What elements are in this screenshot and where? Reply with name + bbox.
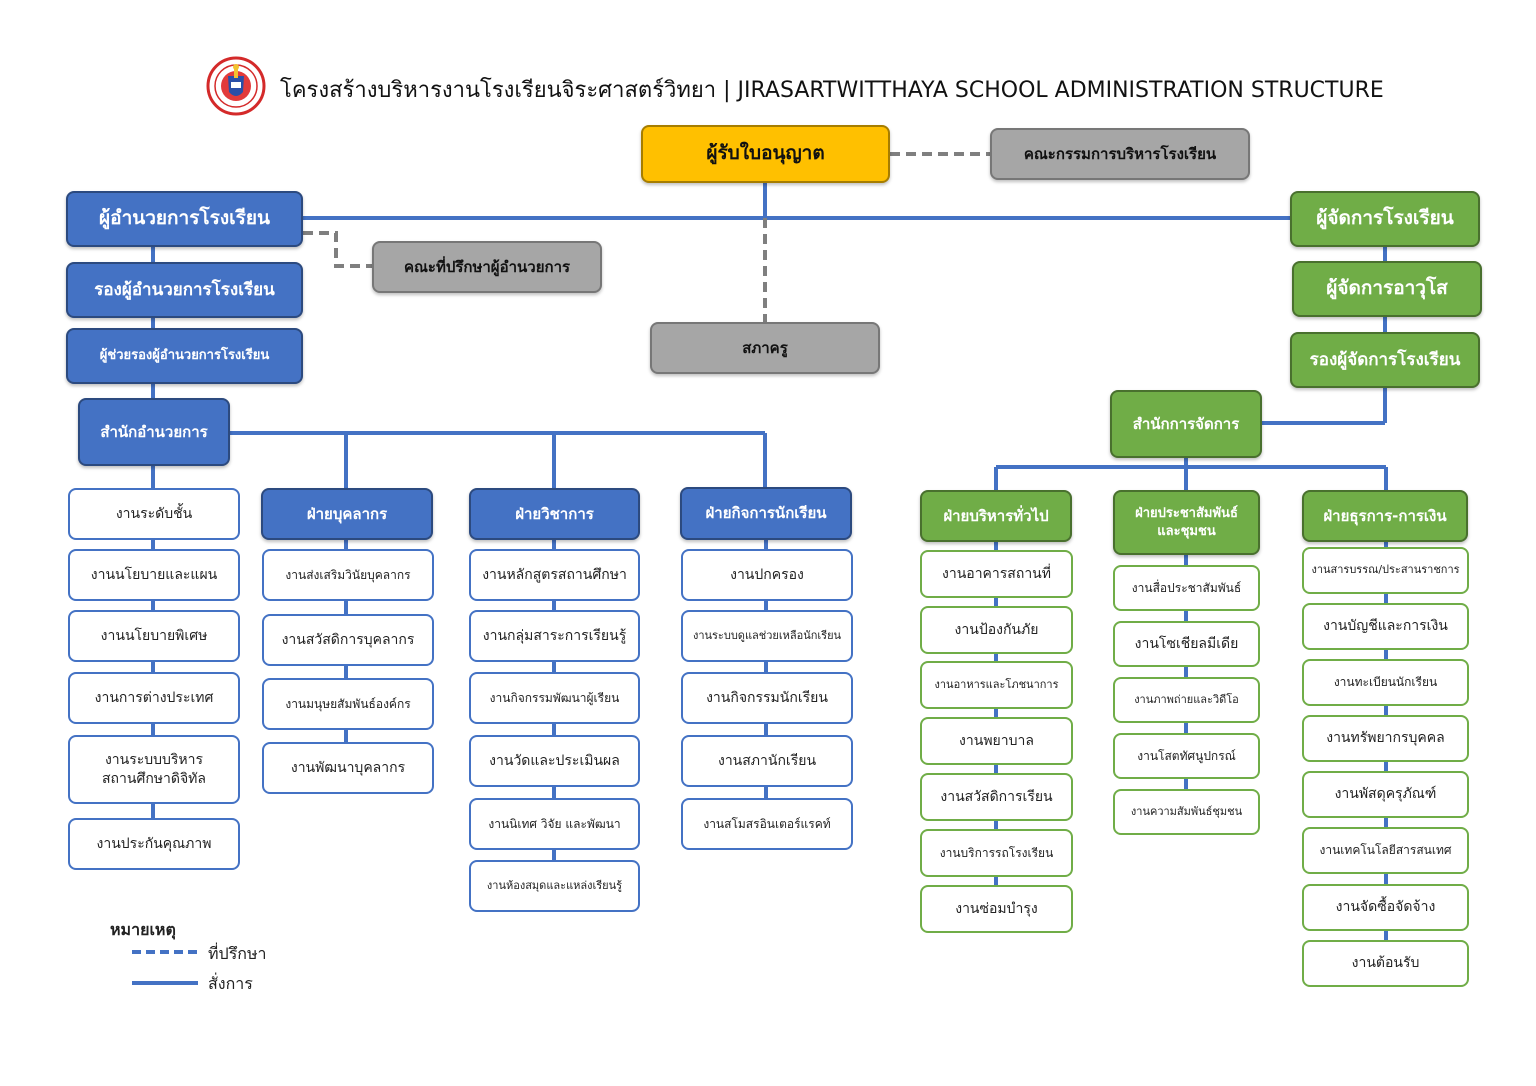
legend-advisory-label: ที่ปรึกษา bbox=[208, 944, 267, 963]
finance-task: งานสารบรรณ/ประสานราชการ bbox=[1302, 547, 1469, 594]
hr-task: งานสวัสดิการบุคลากร bbox=[262, 614, 434, 666]
office-task: งานระบบบริหาร สถานศึกษาดิจิทัล bbox=[68, 735, 240, 804]
finance-task: งานทรัพยากรบุคคล bbox=[1302, 715, 1469, 762]
general-admin-task: งานอาหารและโภชนาการ bbox=[920, 661, 1073, 709]
hr-task: งานมนุษยสัมพันธ์องค์กร bbox=[262, 678, 434, 730]
assistant-deputy-box: ผู้ช่วยรองผู้อำนวยการโรงเรียน bbox=[66, 328, 303, 384]
finance-task: งานบัญชีและการเงิน bbox=[1302, 603, 1469, 650]
office-task: งานนโยบายพิเศษ bbox=[68, 610, 240, 662]
student-affairs-task: งานสโมสรอินเตอร์แรคท์ bbox=[681, 798, 853, 850]
school-logo-icon bbox=[206, 56, 266, 116]
general-admin-task: งานอาคารสถานที่ bbox=[920, 550, 1073, 598]
general-admin-task: งานบริการรถโรงเรียน bbox=[920, 829, 1073, 877]
finance-task: งานทะเบียนนักเรียน bbox=[1302, 659, 1469, 706]
general-admin-task: งานป้องกันภัย bbox=[920, 606, 1073, 654]
advisory-line bbox=[303, 231, 372, 268]
academic-department-box: ฝ่ายวิชาการ bbox=[469, 488, 640, 540]
office-task: งานประกันคุณภาพ bbox=[68, 818, 240, 870]
advisors-box: คณะที่ปรึกษาผู้อำนวยการ bbox=[372, 241, 602, 293]
pr-department-box: ฝ่ายประชาสัมพันธ์ และชุมชน bbox=[1113, 490, 1260, 555]
finance-task: งานเทคโนโลยีสารสนเทศ bbox=[1302, 827, 1469, 874]
pr-task: งานโสตทัศนูปกรณ์ bbox=[1113, 733, 1260, 779]
finance-task: งานต้อนรับ bbox=[1302, 940, 1469, 987]
hr-task: งานส่งเสริมวินัยบุคลากร bbox=[262, 549, 434, 601]
student-affairs-task: งานกิจกรรมนักเรียน bbox=[681, 672, 853, 724]
academic-task: งานวัดและประเมินผล bbox=[469, 735, 640, 787]
student-affairs-task: งานระบบดูแลช่วยเหลือนักเรียน bbox=[681, 610, 853, 662]
finance-department-box: ฝ่ายธุรการ-การเงิน bbox=[1302, 490, 1468, 542]
academic-task: งานห้องสมุดและแหล่งเรียนรู้ bbox=[469, 860, 640, 912]
hr-task: งานพัฒนาบุคลากร bbox=[262, 742, 434, 794]
manager-box: ผู้จัดการโรงเรียน bbox=[1290, 191, 1480, 247]
deputy-manager-box: รองผู้จัดการโรงเรียน bbox=[1290, 332, 1480, 388]
director-box: ผู้อำนวยการโรงเรียน bbox=[66, 191, 303, 247]
board-box: คณะกรรมการบริหารโรงเรียน bbox=[990, 128, 1250, 180]
general-admin-department-box: ฝ่ายบริหารทั่วไป bbox=[920, 490, 1072, 542]
academic-task: งานหลักสูตรสถานศึกษา bbox=[469, 549, 640, 601]
student-affairs-task: งานปกครอง bbox=[681, 549, 853, 601]
management-office-box: สำนักการจัดการ bbox=[1110, 390, 1262, 458]
deputy-director-box: รองผู้อำนวยการโรงเรียน bbox=[66, 262, 303, 318]
senior-manager-box: ผู้จัดการอาวุโส bbox=[1292, 261, 1482, 317]
legend-title: หมายเหตุ bbox=[110, 920, 176, 939]
pr-task: งานโซเชียลมีเดีย bbox=[1113, 621, 1260, 667]
page-title: โครงสร้างบริหารงานโรงเรียนจิระศาสตร์วิทย… bbox=[280, 78, 1384, 103]
director-office-box: สำนักอำนวยการ bbox=[78, 398, 230, 466]
licensee-box: ผู้รับใบอนุญาต bbox=[641, 125, 890, 183]
pr-task: งานสื่อประชาสัมพันธ์ bbox=[1113, 565, 1260, 611]
pr-task: งานภาพถ่ายและวิดีโอ bbox=[1113, 677, 1260, 723]
academic-task: งานนิเทศ วิจัย และพัฒนา bbox=[469, 798, 640, 850]
finance-task: งานพัสดุครุภัณฑ์ bbox=[1302, 771, 1469, 818]
pr-task: งานความสัมพันธ์ชุมชน bbox=[1113, 789, 1260, 835]
finance-task: งานจัดซื้อจัดจ้าง bbox=[1302, 884, 1469, 931]
legend-command-label: สั่งการ bbox=[208, 974, 253, 993]
office-task: งานนโยบายและแผน bbox=[68, 549, 240, 601]
academic-task: งานกิจกรรมพัฒนาผู้เรียน bbox=[469, 672, 640, 724]
hr-department-box: ฝ่ายบุคลากร bbox=[261, 488, 433, 540]
general-admin-task: งานพยาบาล bbox=[920, 717, 1073, 765]
general-admin-task: งานสวัสดิการเรียน bbox=[920, 773, 1073, 821]
student-affairs-department-box: ฝ่ายกิจการนักเรียน bbox=[680, 487, 852, 540]
student-affairs-task: งานสภานักเรียน bbox=[681, 735, 853, 787]
academic-task: งานกลุ่มสาระการเรียนรู้ bbox=[469, 610, 640, 662]
general-admin-task: งานซ่อมบำรุง bbox=[920, 885, 1073, 933]
office-task: งานระดับชั้น bbox=[68, 488, 240, 540]
teacher-council-box: สภาครู bbox=[650, 322, 880, 374]
office-task: งานการต่างประเทศ bbox=[68, 672, 240, 724]
